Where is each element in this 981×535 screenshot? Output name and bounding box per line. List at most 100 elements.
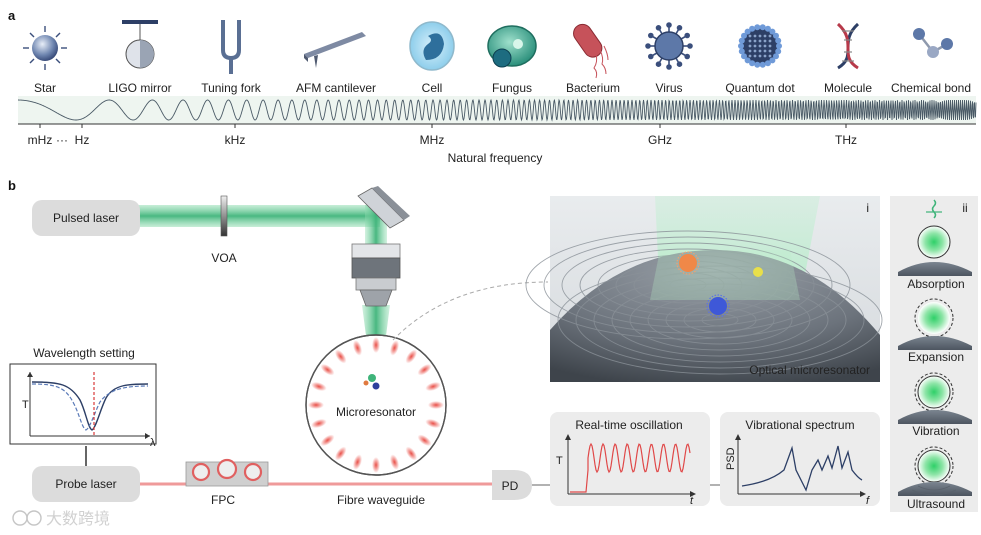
- fpc-label: FPC: [211, 493, 235, 507]
- microresonator-label: Microresonator: [336, 405, 416, 419]
- afm-cantilever-icon: [304, 32, 366, 68]
- optical-mode-lobe: [352, 454, 363, 470]
- label-fungus: Fungus: [492, 81, 532, 95]
- microresonator: Microresonator: [305, 334, 447, 476]
- wavelength-plot: T λ: [9, 363, 157, 449]
- bacterium-icon: [573, 23, 609, 79]
- cell-icon: [409, 21, 455, 71]
- tick-ellipsis: ···: [56, 133, 68, 147]
- objective-lens: [351, 243, 401, 307]
- tick-hz: Hz: [75, 133, 90, 147]
- particle-orange: [363, 380, 369, 386]
- particle-blue-3d: [709, 297, 727, 315]
- optical-mode-lobe: [389, 454, 400, 470]
- label-chemical-bond: Chemical bond: [891, 81, 971, 95]
- optical-mode-lobe: [311, 418, 327, 429]
- optical-mode-lobe: [417, 434, 432, 447]
- optical-mode-lobe: [334, 446, 347, 461]
- inset-i-tag: i: [866, 201, 869, 215]
- star-icon: [23, 26, 67, 70]
- label-ligo: LIGO mirror: [108, 81, 171, 95]
- optical-mode-lobe: [425, 381, 441, 392]
- optical-mode-lobe: [372, 337, 380, 353]
- panel-a-letter: a: [8, 8, 16, 23]
- axis-label-natural-frequency: Natural frequency: [448, 151, 543, 165]
- particle-yellow-3d: [753, 267, 763, 277]
- mirror: [357, 186, 410, 229]
- frequency-chirp-wave: [17, 98, 977, 122]
- fpc: FPC: [185, 458, 269, 507]
- optical-mode-lobe: [428, 401, 444, 409]
- tick-ghz: GHz: [648, 133, 672, 147]
- optical-mode-lobe: [405, 349, 418, 364]
- label-virus: Virus: [655, 81, 682, 95]
- label-tuning-fork: Tuning fork: [201, 81, 262, 95]
- label-cell: Cell: [422, 81, 443, 95]
- tick-thz: THz: [835, 133, 857, 147]
- wl-y-label: T: [22, 399, 29, 411]
- voa-filter: [220, 195, 228, 237]
- zoom-dashed-curve: [392, 281, 549, 341]
- wavelength-setting-title: Wavelength setting: [33, 346, 135, 360]
- green-beam-horizontal: [138, 205, 380, 227]
- spectrum-title: Vibrational spectrum: [745, 418, 854, 432]
- panel-b-letter: b: [8, 178, 16, 193]
- optical-mode-lobe: [311, 381, 327, 392]
- oscillation-panel: Real-time oscillation T t: [550, 412, 710, 507]
- step-vibration: Vibration: [898, 372, 972, 438]
- probe-laser-box: [32, 466, 140, 502]
- ligo-mirror-icon: [122, 20, 158, 69]
- osc-x-label: t: [690, 495, 694, 507]
- tick-mhz: MHz: [420, 133, 445, 147]
- step-expansion: Expansion: [898, 298, 972, 364]
- inset-i-label: Optical microresonator: [749, 363, 870, 377]
- optical-mode-lobe: [372, 457, 380, 473]
- frequency-ticks: [39, 124, 847, 128]
- step-absorption: Absorption: [898, 199, 972, 291]
- label-molecule: Molecule: [824, 81, 872, 95]
- tick-mhz-milli: mHz: [28, 133, 53, 147]
- step-vibration-label: Vibration: [912, 424, 959, 438]
- optical-mode-lobe: [352, 340, 363, 356]
- pd-label: PD: [502, 479, 519, 493]
- step-absorption-label: Absorption: [907, 277, 964, 291]
- osc-y-label: T: [556, 455, 563, 467]
- particle-orange-3d: [679, 254, 697, 272]
- step-ultrasound-label: Ultrasound: [907, 497, 965, 511]
- label-bacterium: Bacterium: [566, 81, 620, 95]
- quantum-dot-icon: [738, 24, 782, 68]
- particle-green: [368, 374, 376, 382]
- pulsed-laser-box: [32, 200, 140, 236]
- molecule-icon: [836, 22, 860, 70]
- pulsed-laser-label: Pulsed laser: [53, 211, 119, 225]
- optical-mode-lobe: [308, 401, 324, 409]
- label-afm: AFM cantilever: [296, 81, 376, 95]
- tick-khz: kHz: [225, 133, 246, 147]
- particle-blue: [372, 382, 380, 390]
- chemical-bond-icon: [913, 28, 953, 58]
- oscillation-title: Real-time oscillation: [575, 418, 682, 432]
- inset-i: i Optical microresonator: [525, 196, 883, 382]
- voa-label: VOA: [211, 251, 236, 265]
- optical-mode-lobe: [320, 434, 335, 447]
- spectrum-panel: Vibrational spectrum PSD f: [720, 412, 880, 507]
- label-star: Star: [34, 81, 56, 95]
- inset-ii: ii Absorption Expansion Vibration: [890, 196, 978, 512]
- tuning-fork-icon: [221, 20, 241, 74]
- fungus-icon: [487, 25, 537, 68]
- optical-mode-lobe: [389, 340, 400, 356]
- wl-x-label: λ: [150, 437, 156, 449]
- spectrum-x-label: f: [866, 495, 870, 507]
- step-ultrasound: Ultrasound: [898, 446, 972, 511]
- optical-mode-lobe: [417, 363, 432, 376]
- optical-mode-lobe: [320, 363, 335, 376]
- optical-mode-lobe: [405, 446, 418, 461]
- optical-mode-lobe: [425, 418, 441, 429]
- watermark: 大数跨境: [12, 509, 110, 528]
- panel-a-labels: Star LIGO mirror Tuning fork AFM cantile…: [34, 81, 971, 95]
- virus-icon: [645, 22, 693, 70]
- probe-laser-label: Probe laser: [55, 477, 116, 491]
- spectrum-y-label: PSD: [725, 447, 737, 470]
- label-quantum-dot: Quantum dot: [725, 81, 795, 95]
